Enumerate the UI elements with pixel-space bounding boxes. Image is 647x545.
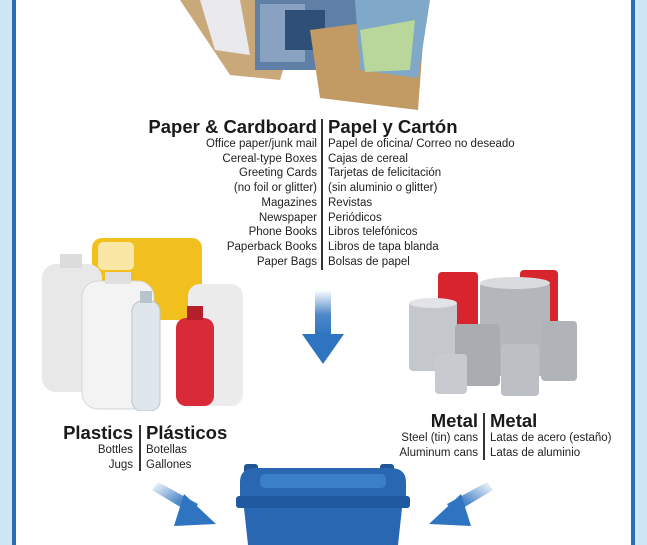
- plastics-heading-en: Plastics: [63, 422, 133, 443]
- list-item: Libros telefónicos: [328, 226, 418, 239]
- plastics-divider: [139, 425, 141, 471]
- list-item: Jugs: [108, 458, 133, 471]
- list-item: Cajas de cereal: [328, 152, 408, 165]
- paper-list-es: Papel de oficina/ Correo no deseado Caja…: [328, 137, 515, 269]
- list-item: Tarjetas de felicitación: [328, 167, 442, 180]
- paper-list-en: Office paper/junk mail Cereal-type Boxes…: [206, 137, 317, 269]
- list-item: (no foil or glitter): [233, 182, 317, 195]
- plastics-list-en: Bottles Jugs: [98, 443, 133, 472]
- list-item: Gallones: [146, 458, 192, 471]
- paper-heading-es: Papel y Cartón: [328, 116, 458, 137]
- list-item: Latas de acero (estaño): [490, 432, 612, 444]
- list-item: Papel de oficina/ Correo no deseado: [328, 138, 515, 150]
- list-item: Magazines: [261, 196, 317, 209]
- list-item: Bottles: [97, 444, 133, 456]
- list-item: Phone Books: [248, 226, 317, 239]
- paper-stack-illustration: [180, 0, 430, 110]
- paper-heading-en: Paper & Cardboard: [148, 116, 317, 137]
- list-item: Paperback Books: [226, 240, 317, 253]
- plastics-list-es: Botellas Gallones: [146, 443, 191, 472]
- arrow-left-down-icon: [429, 482, 493, 526]
- list-item: Cereal-type Boxes: [222, 152, 317, 165]
- list-item: Botellas: [146, 444, 187, 456]
- recycling-bin-illustration: [236, 464, 410, 545]
- metal-heading-en: Metal: [430, 410, 478, 431]
- list-item: Periódicos: [328, 211, 382, 224]
- metal-divider: [483, 413, 485, 460]
- frame-right-line: [631, 0, 635, 545]
- metal-cans-illustration: [409, 270, 577, 396]
- frame-left: [0, 0, 14, 545]
- list-item: Office paper/junk mail: [205, 138, 317, 150]
- frame-left-line: [12, 0, 16, 545]
- frame-right: [633, 0, 647, 545]
- metal-list-en: Steel (tin) cans Aluminum cans: [399, 431, 478, 460]
- list-item: Aluminum cans: [399, 446, 478, 459]
- paper-divider: [321, 119, 323, 270]
- list-item: Newspaper: [258, 211, 317, 224]
- metal-heading-es: Metal: [490, 410, 538, 431]
- arrow-right-down-icon: [152, 482, 216, 526]
- plastics-heading-es: Plásticos: [146, 422, 228, 443]
- list-item: Paper Bags: [256, 255, 317, 268]
- list-item: (sin aluminio o glitter): [328, 182, 438, 195]
- down-arrow-icon: [302, 290, 344, 364]
- metal-list-es: Latas de acero (estaño) Latas de alumini…: [490, 431, 611, 460]
- list-item: Libros de tapa blanda: [328, 240, 439, 253]
- plastic-containers-illustration: [42, 238, 243, 411]
- list-item: Steel (tin) cans: [401, 432, 478, 444]
- list-item: Greeting Cards: [239, 167, 317, 180]
- list-item: Bolsas de papel: [328, 255, 410, 268]
- list-item: Latas de aluminio: [490, 446, 581, 459]
- list-item: Revistas: [328, 196, 373, 209]
